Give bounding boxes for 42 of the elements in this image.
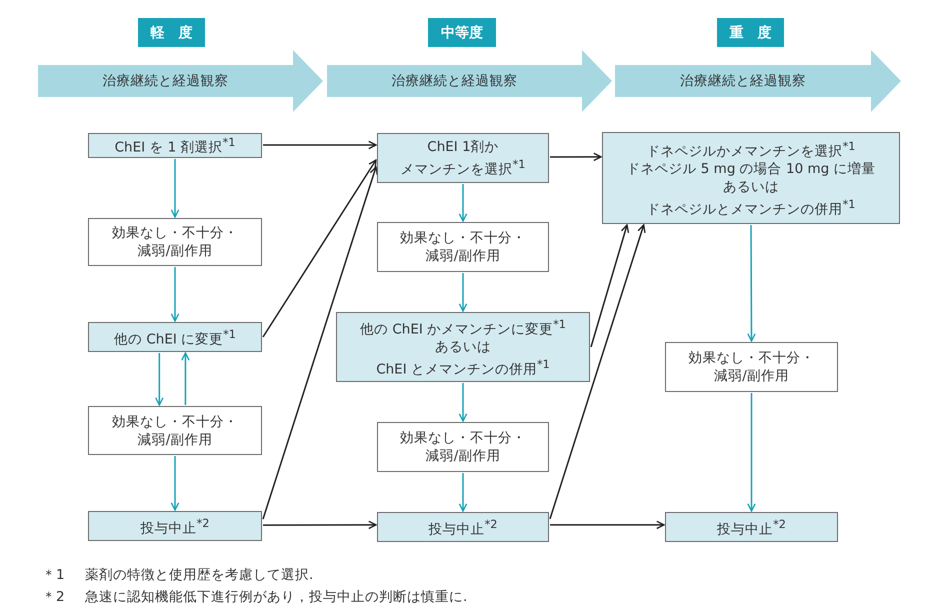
arrow <box>747 393 756 512</box>
process-box: 効果なし・不十分・減弱/副作用 <box>377 422 549 472</box>
process-box: ドネペジルかメマンチンを選択$^{*1}$ドネペジル 5 mg の場合 10 mg に増量あるいはドネペジルとメマンチンの併用$^{*1}$ <box>602 132 900 224</box>
arrow <box>262 166 378 520</box>
arrow <box>458 184 468 222</box>
arrow <box>550 152 602 162</box>
stage-header: 中等度 <box>428 18 496 47</box>
footnote-mark: ＊2 <box>42 588 65 606</box>
arrow <box>458 473 468 512</box>
process-box: ChEI 1剤かメマンチンを選択$^{*1}$ <box>377 133 549 183</box>
process-box: 投与中止$^{*2}$ <box>665 512 838 542</box>
arrow <box>590 224 630 348</box>
arrow <box>263 140 377 150</box>
arrow <box>155 353 164 406</box>
footnote-text: 薬剤の特徴と使用歴を考慮して選択. <box>85 566 314 584</box>
arrow <box>458 273 468 312</box>
arrow <box>263 520 377 530</box>
process-box: 効果なし・不十分・減弱/副作用 <box>88 406 262 455</box>
process-box: 効果なし・不十分・減弱/副作用 <box>377 222 549 272</box>
arrow <box>747 225 756 342</box>
arrow <box>262 159 377 338</box>
footnote-mark: ＊1 <box>42 566 65 584</box>
arrow <box>181 352 190 405</box>
arrow <box>550 520 665 530</box>
footnote-text: 急速に認知機能低下進行例があり，投与中止の判断は慎重に. <box>85 588 468 606</box>
stage-banner: 治療継続と経過観察 <box>38 50 323 112</box>
stage-header: 軽 度 <box>138 18 205 47</box>
process-box: 投与中止$^{*2}$ <box>377 512 549 542</box>
stage-banner: 治療継続と経過観察 <box>615 50 901 112</box>
process-box: 効果なし・不十分・減弱/副作用 <box>665 342 838 392</box>
arrow <box>458 383 468 422</box>
process-box: 他の ChEI に変更$^{*1}$ <box>88 322 262 352</box>
arrow <box>170 159 180 218</box>
arrow <box>549 224 646 520</box>
process-box: 効果なし・不十分・減弱/副作用 <box>88 218 262 266</box>
arrow <box>170 267 180 322</box>
arrow <box>170 456 180 511</box>
stage-banner: 治療継続と経過観察 <box>327 50 612 112</box>
process-box: 他の ChEI かメマンチンに変更$^{*1}$あるいはChEI とメマンチンの併用$^{*1}$ <box>336 312 590 382</box>
process-box: ChEI を 1 剤選択$^{*1}$ <box>88 133 262 158</box>
stage-header: 重 度 <box>717 18 784 47</box>
process-box: 投与中止$^{*2}$ <box>88 511 262 541</box>
